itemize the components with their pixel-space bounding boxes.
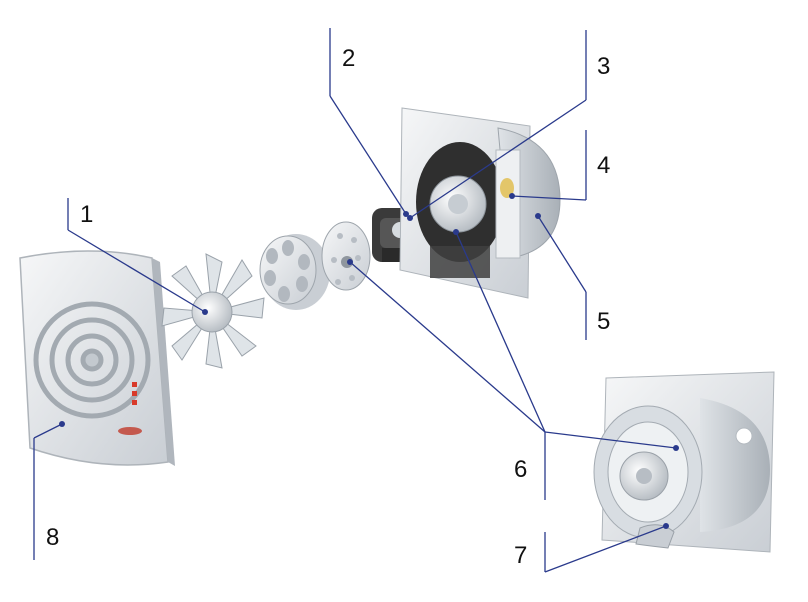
timer-knob [500,178,514,198]
impeller [161,253,265,369]
backdraft-flap [635,524,675,549]
front-grille-rings [33,301,151,419]
callout-5: 5 [597,308,611,335]
assembled-fan [593,371,775,553]
front-panel [19,250,175,466]
brand-logo [118,427,142,435]
motor-plate [321,221,371,291]
leader-dots [59,193,679,529]
callout-3: 3 [597,53,611,80]
indicator-leds [132,382,137,405]
electronics-board [495,149,521,259]
leader-lines [33,28,677,573]
motor-cover [259,234,330,310]
callout-6: 6 [514,456,528,483]
fan-housing [399,107,561,299]
callout-8: 8 [46,524,60,551]
callout-4: 4 [597,152,611,179]
callout-7: 7 [514,542,528,569]
callout-1: 1 [80,201,94,228]
callout-2: 2 [342,45,356,72]
mounting-hole [735,427,753,445]
